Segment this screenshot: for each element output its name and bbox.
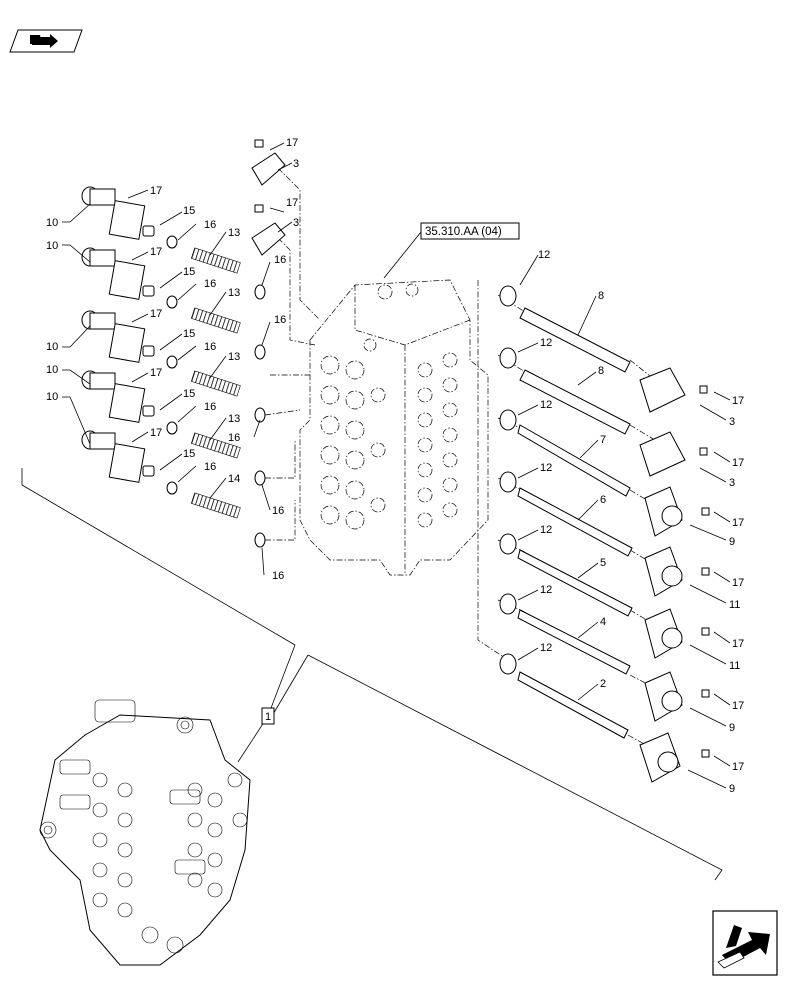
callout-9: 9 [729,783,735,795]
o-rings [499,285,517,675]
callout-10: 10 [46,364,58,376]
callout-13: 13 [228,227,240,239]
solenoid-cap-3 [81,310,146,363]
callout-17: 17 [732,457,744,469]
top-covers [251,139,286,256]
callout-17: 17 [286,137,298,149]
callout-12: 12 [540,524,552,536]
callout-11: 11 [729,660,740,672]
callout-10: 10 [46,217,58,229]
callout-16: 16 [228,432,240,444]
callout-10: 10 [46,341,58,353]
callout-4: 4 [600,616,606,628]
solenoid-cap-2 [81,247,146,300]
callout-3: 3 [729,477,735,489]
callout-12: 12 [540,399,552,411]
reference-label-text: 35.310.AA (04) [425,226,502,238]
callout-7: 7 [600,434,606,446]
callout-17: 17 [732,517,744,529]
callout-17: 17 [150,308,162,320]
callout-10: 10 [46,240,58,252]
callout-17: 17 [732,638,744,650]
callout-13: 13 [228,413,240,425]
callout-16: 16 [204,219,216,231]
solenoid-cap-4 [81,370,146,423]
callout-17: 17 [286,197,298,209]
callout-12: 12 [540,462,552,474]
book-hand-icon[interactable] [9,29,83,53]
washers [166,235,266,548]
section-divider-line [21,468,723,881]
callout-17: 17 [732,577,744,589]
solenoid-cap-1 [81,186,146,240]
callout-11: 11 [729,599,740,611]
callout-12: 12 [540,642,552,654]
assembled-valve [39,699,251,966]
callout-17: 17 [732,700,744,712]
end-covers [639,367,710,783]
callout-8: 8 [598,290,604,302]
callout-16: 16 [204,278,216,290]
callout-16: 16 [272,570,284,582]
next-page-arrow-icon[interactable] [712,910,778,976]
callout-16: 16 [272,505,284,517]
callout-17: 17 [150,367,162,379]
callout-15: 15 [183,388,195,400]
assembly-callout[interactable]: 1 [237,644,309,763]
callout-15: 15 [183,205,195,217]
callout-17: 17 [732,761,744,773]
solenoid-cap-group [81,139,286,548]
solenoid-cap-5 [81,430,146,483]
valve-block [299,279,489,576]
callout-17: 17 [150,185,162,197]
alignment-lines [264,159,656,751]
callout-16: 16 [204,401,216,413]
callout-5: 5 [600,557,606,569]
callout-9: 9 [729,722,735,734]
callout-3: 3 [729,416,735,428]
callout-6: 6 [600,494,606,506]
springs [190,247,241,519]
assembly-callout-text: 1 [265,711,271,723]
callout-15: 15 [183,448,195,460]
callout-13: 13 [228,351,240,363]
callout-16: 16 [274,254,286,266]
callout-15: 15 [183,266,195,278]
spools [517,307,633,739]
callout-16: 16 [204,341,216,353]
plugs [142,225,155,477]
callout-3: 3 [293,158,299,170]
callout-12: 12 [540,337,552,349]
callout-8: 8 [598,365,604,377]
callout-15: 15 [183,328,195,340]
callouts-left: 17 3 17 3 10 17 15 16 13 10 17 15 16 13 … [46,137,299,582]
callout-12: 12 [538,249,550,261]
callout-17: 17 [150,246,162,258]
leader-lines [62,142,731,789]
callout-17: 17 [732,395,744,407]
callout-16: 16 [204,461,216,473]
callout-13: 13 [228,287,240,299]
callout-14: 14 [228,473,240,485]
callout-16: 16 [274,314,286,326]
callout-2: 2 [600,678,606,690]
cover-screws [699,385,710,758]
callout-12: 12 [540,584,552,596]
callouts-right: 12 12 12 12 12 12 12 8 8 7 6 5 4 2 17 3 … [538,249,744,795]
callout-10: 10 [46,391,58,403]
callout-17: 17 [150,427,162,439]
callout-3: 3 [293,217,299,229]
reference-label[interactable]: 35.310.AA (04) [383,222,520,279]
callout-9: 9 [729,536,735,548]
